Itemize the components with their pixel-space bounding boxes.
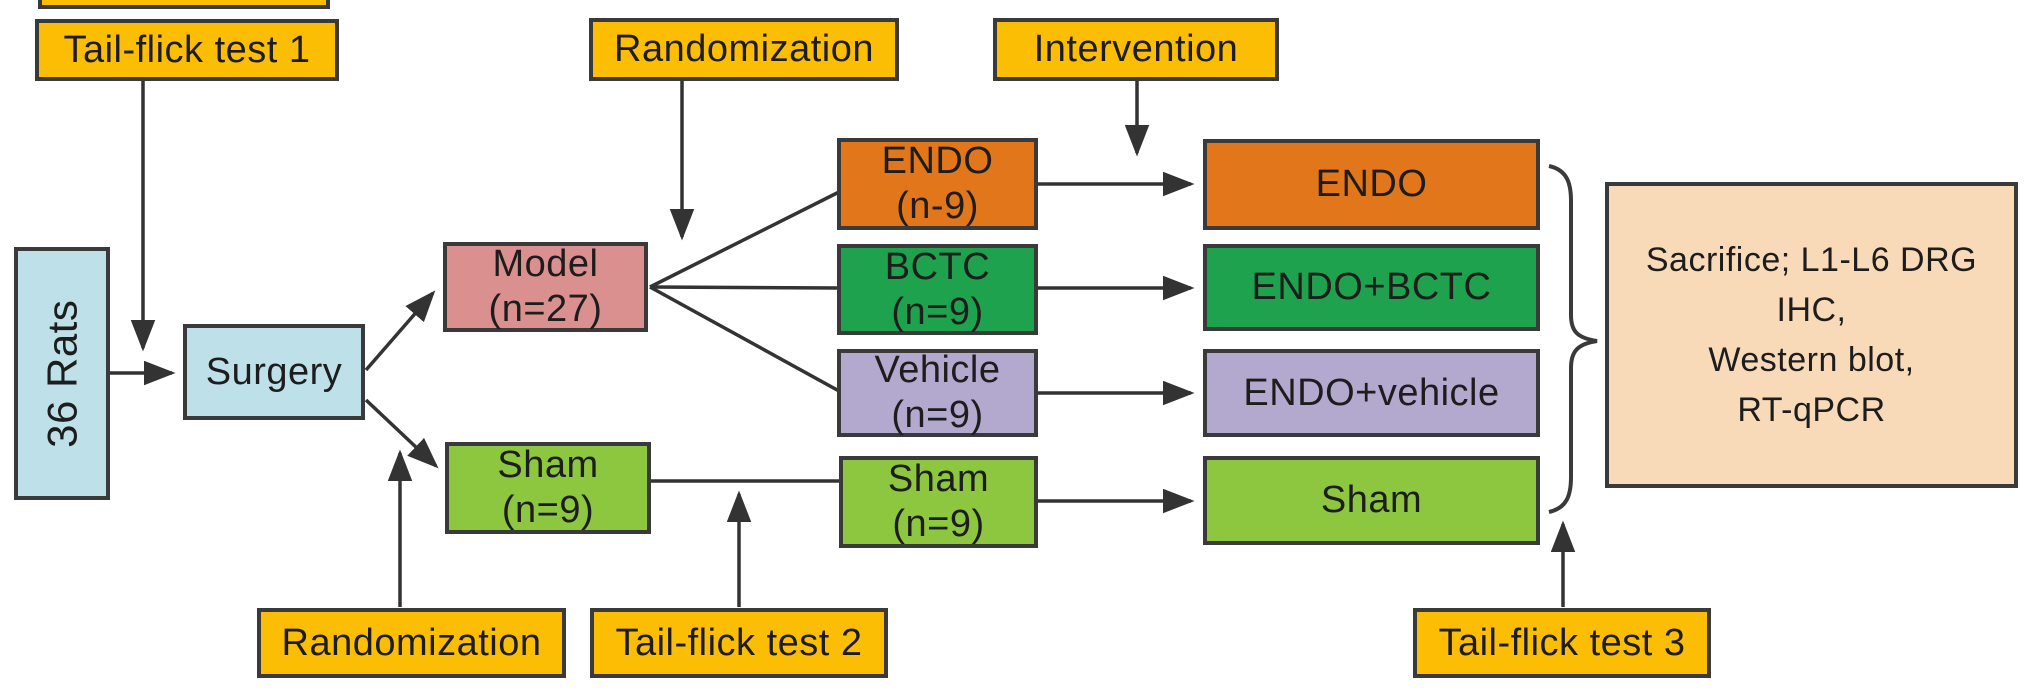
endo-treatment-box: ENDO — [1203, 139, 1540, 230]
randomization-top-box: Randomization — [589, 18, 899, 81]
arrow-surgery-to-sham — [364, 398, 439, 469]
endo-bctc-treatment-label: ENDO+BCTC — [1251, 266, 1492, 309]
tail-flick-test-2-box: Tail-flick test 2 — [590, 608, 888, 678]
arrow-surgery-to-model — [364, 290, 436, 372]
bctc-subgroup-box: BCTC (n=9) — [837, 244, 1038, 335]
vehicle-subgroup-label: Vehicle — [874, 349, 1001, 392]
endo-subgroup-box: ENDO (n-9) — [837, 138, 1038, 230]
endo-vehicle-treatment-box: ENDO+vehicle — [1203, 349, 1540, 437]
sham-subgroup-count: (n=9) — [892, 503, 985, 545]
tail-flick-test-1-label: Tail-flick test 1 — [63, 28, 311, 71]
intervention-label: Intervention — [1033, 28, 1239, 71]
sham-surgery-group-label: Sham — [497, 444, 599, 487]
sham-subgroup-label: Sham — [887, 458, 990, 501]
rats-cohort-box: 36 Rats — [14, 247, 110, 500]
outcome-line-western-blot: Western blot, — [1708, 341, 1915, 379]
sham-subgroup-box: Sham (n=9) — [839, 456, 1038, 548]
vehicle-subgroup-count: (n=9) — [891, 394, 984, 436]
model-group-count: (n=27) — [488, 288, 603, 330]
sham-surgery-group-box: Sham (n=9) — [445, 442, 651, 534]
endo-vehicle-treatment-label: ENDO+vehicle — [1243, 371, 1500, 414]
line-model-to-vehicle-group — [649, 285, 840, 393]
randomization-bottom-box: Randomization — [257, 608, 566, 678]
curly-brace — [1548, 164, 1598, 514]
tail-flick-test-1-box: Tail-flick test 1 — [35, 19, 339, 81]
rats-cohort-label: 36 Rats — [38, 299, 86, 448]
line-model-to-endo-group — [649, 190, 840, 289]
outcome-line-rt-qpcr: RT-qPCR — [1737, 391, 1886, 429]
model-group-label: Model — [492, 243, 599, 286]
vehicle-subgroup-box: Vehicle (n=9) — [837, 349, 1038, 437]
sham-treatment-label: Sham — [1320, 479, 1423, 522]
endo-subgroup-count: (n-9) — [896, 185, 979, 227]
tail-flick-test-3-label: Tail-flick test 3 — [1438, 621, 1686, 664]
outcome-line-sacrifice: Sacrifice; L1-L6 DRG — [1645, 241, 1978, 279]
bctc-subgroup-count: (n=9) — [891, 290, 984, 333]
tail-flick-test-2-label: Tail-flick test 2 — [615, 621, 863, 664]
cropped-yellow-box-top-edge — [38, 0, 330, 9]
randomization-bottom-label: Randomization — [281, 621, 542, 664]
randomization-top-label: Randomization — [614, 28, 874, 71]
endo-subgroup-label: ENDO — [881, 140, 994, 183]
sham-surgery-group-count: (n=9) — [501, 489, 595, 531]
model-group-box: Model (n=27) — [443, 242, 648, 332]
line-model-to-bctc-group — [649, 285, 840, 290]
outcome-line-ihc: IHC, — [1776, 291, 1847, 329]
bctc-subgroup-label: BCTC — [884, 245, 991, 288]
endo-bctc-treatment-box: ENDO+BCTC — [1203, 244, 1540, 331]
sham-treatment-box: Sham — [1203, 456, 1540, 545]
surgery-label: Surgery — [205, 350, 343, 393]
tail-flick-test-3-box: Tail-flick test 3 — [1413, 608, 1711, 678]
outcome-analysis-box: Sacrifice; L1-L6 DRG IHC, Western blot, … — [1605, 182, 2018, 488]
endo-treatment-label: ENDO — [1315, 163, 1428, 206]
surgery-box: Surgery — [183, 324, 365, 420]
intervention-box: Intervention — [993, 18, 1279, 81]
